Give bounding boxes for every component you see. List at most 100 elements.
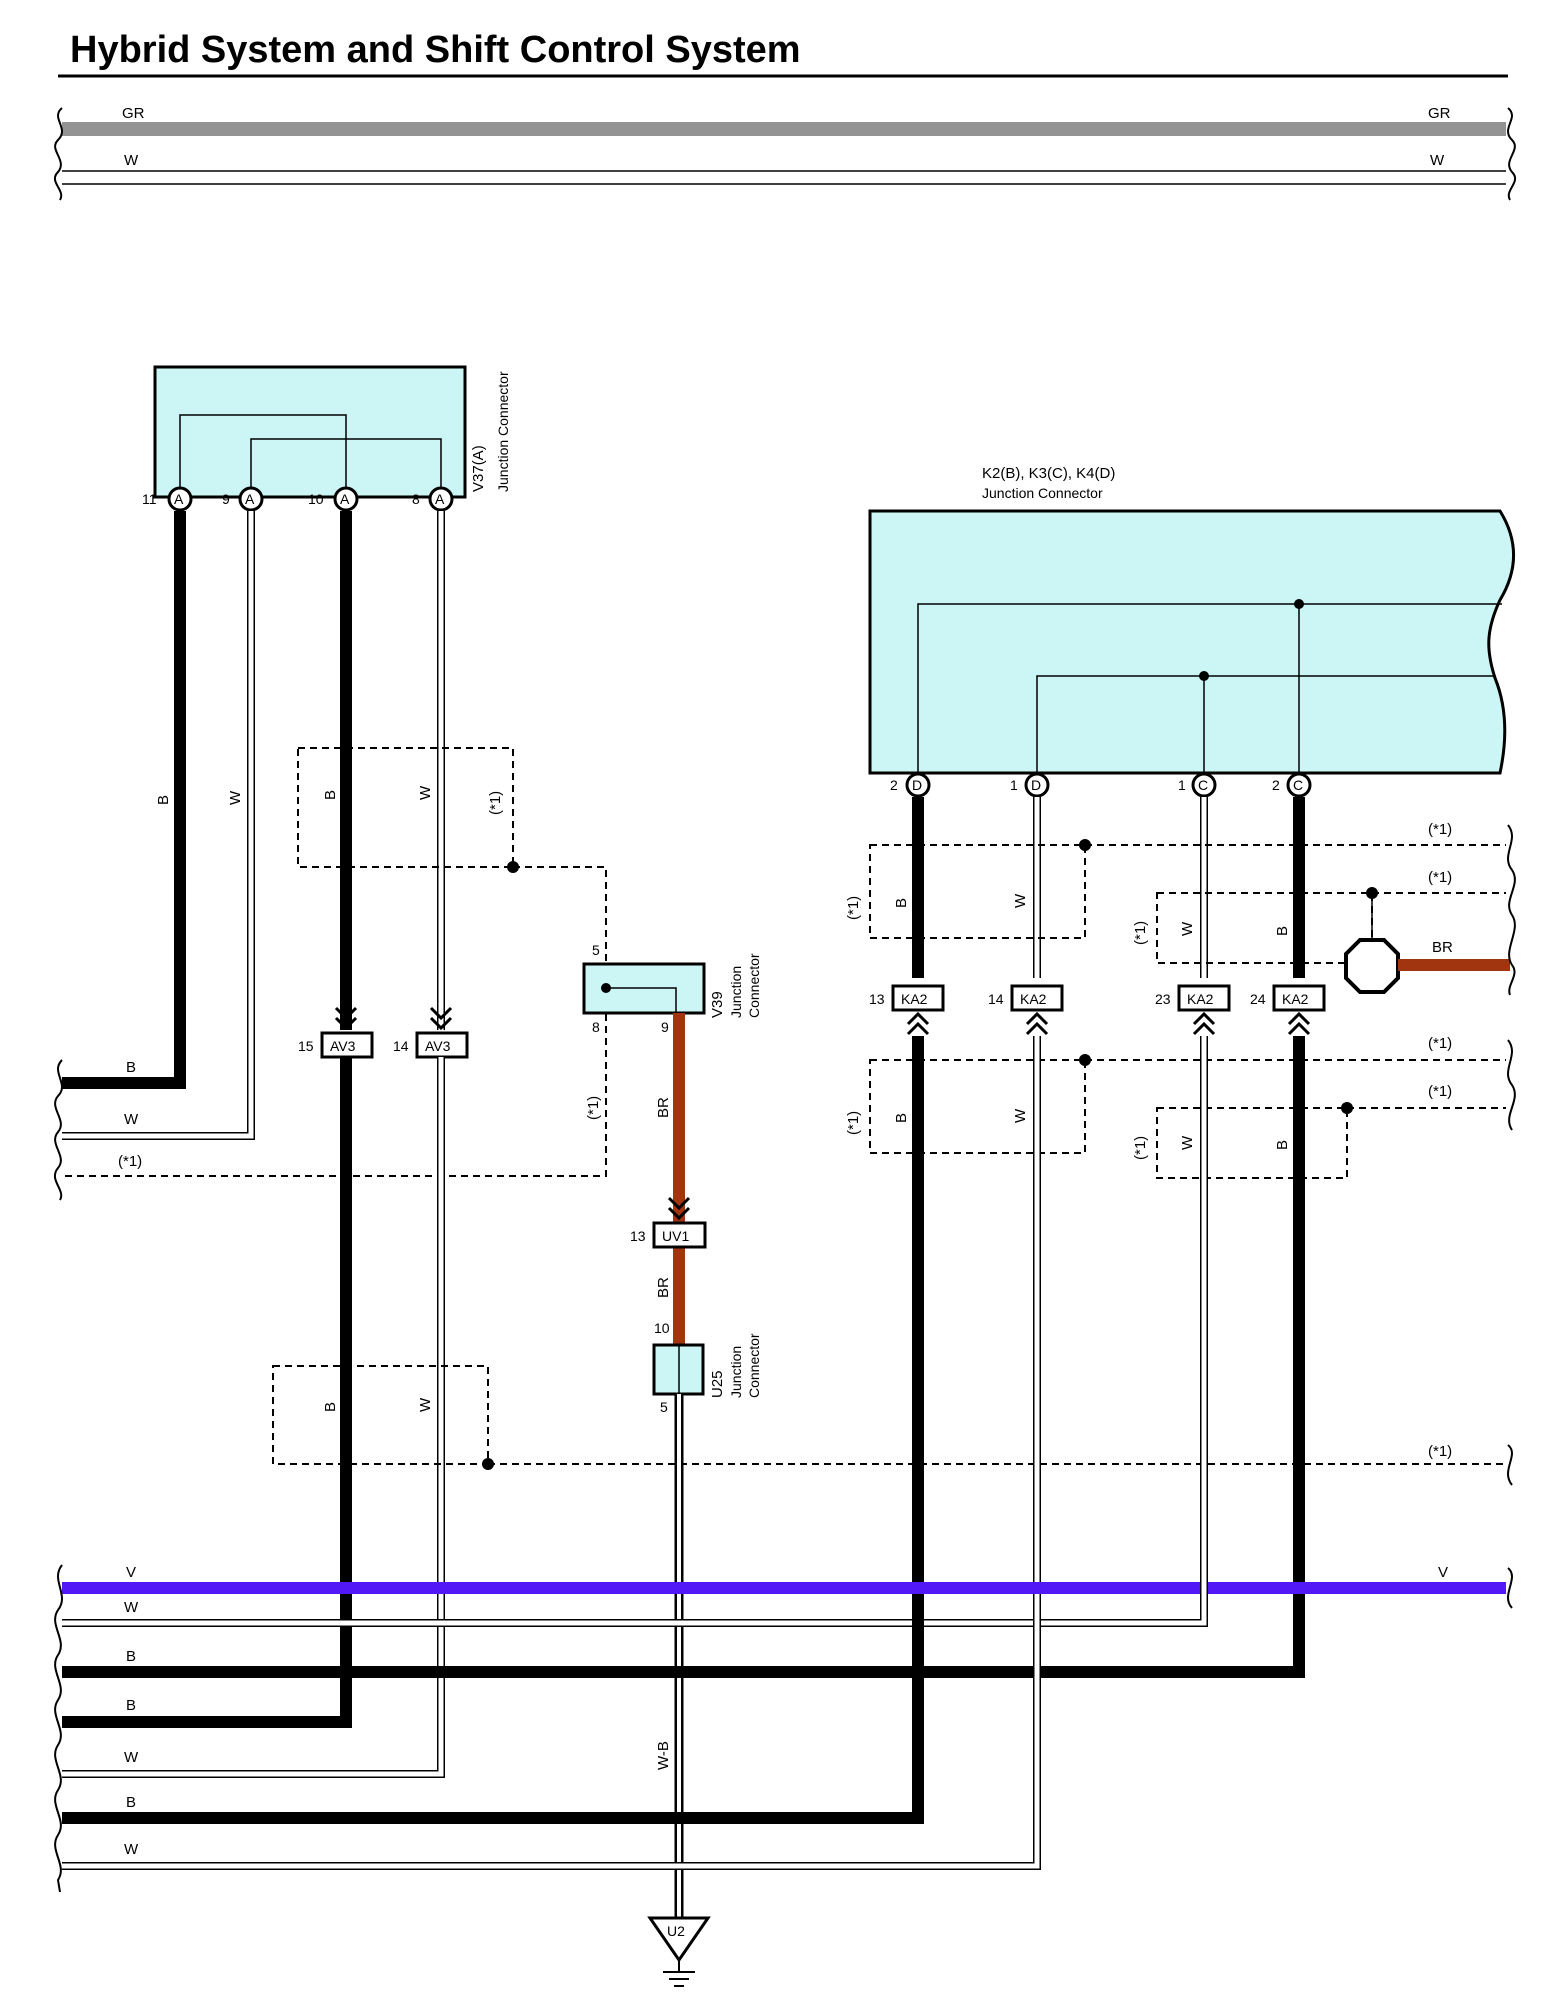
av3-lower-wires (62, 1057, 445, 1778)
v39-desc1: Junction (728, 966, 744, 1018)
v37-wires: B W B W (62, 511, 445, 1140)
connector-av3: AV3 15 AV3 14 (298, 1006, 469, 1059)
k2-letter-c1: C (1198, 777, 1208, 793)
uv1-pin-13: 13 (630, 1228, 646, 1244)
av3-pin-15: 15 (298, 1038, 314, 1054)
shield-box-2b (1156, 892, 1506, 964)
ka2-name-2: KA2 (1020, 991, 1047, 1007)
v-label-right: V (1438, 1564, 1448, 1581)
v37-pin-9: 9 (222, 491, 230, 507)
bottom-w-row3: W (62, 1036, 1041, 1870)
u25-pin-10: 10 (654, 1320, 670, 1336)
bottom-b-row3: B (62, 1036, 924, 1824)
br-wire-center: BR BR (655, 1013, 685, 1345)
k2-pin-1d: 1 (1010, 777, 1018, 793)
k2-pin-2d: 2 (890, 777, 898, 793)
br-label-2: BR (655, 1277, 672, 1298)
k2-letter-d1: D (912, 777, 922, 793)
octagon-br-label: BR (1432, 939, 1453, 956)
ka2-pin-13: 13 (869, 991, 885, 1007)
ka2-name-1: KA2 (901, 991, 928, 1007)
left-breaks (53, 1059, 63, 1893)
ka2-name-4: KA2 (1282, 991, 1309, 1007)
v39-pin-8: 8 (592, 1019, 600, 1035)
u25-desc2: Connector (746, 1333, 762, 1398)
shield4a-b-label: B (893, 1113, 910, 1123)
right-breaks (1507, 824, 1516, 1609)
bottom-b1-label: B (126, 1648, 136, 1665)
v37-desc: Junction Connector (495, 371, 511, 492)
ka2-pin-14: 14 (988, 991, 1004, 1007)
v37-pin-letter: A (435, 491, 445, 507)
shield2b-w-label: W (1179, 921, 1196, 936)
connector-u25: 10 5 U25 Junction Connector (652, 1320, 762, 1415)
right-star1-bottom: (*1) (1428, 1443, 1452, 1460)
ka2-pin-23: 23 (1155, 991, 1171, 1007)
bottom-b3-label: B (126, 1794, 136, 1811)
br-label-1: BR (655, 1097, 672, 1118)
v39-id: V39 (709, 991, 726, 1018)
uv1-name: UV1 (662, 1228, 689, 1244)
bottom-b-row1: B (62, 1036, 1305, 1678)
k2-letter-d2: D (1031, 777, 1041, 793)
v37-w-label: W (227, 790, 244, 805)
wb-label: W-B (655, 1741, 672, 1770)
shield2a-w-label: W (1012, 893, 1029, 908)
bottom-w3-label: W (124, 1841, 139, 1858)
page-title: Hybrid System and Shift Control System (70, 29, 801, 71)
v39-desc2: Connector (746, 953, 762, 1018)
w-label-right: W (1430, 152, 1445, 169)
shield4b-w-label: W (1179, 1135, 1196, 1150)
shield1-note-2: (*1) (585, 1096, 602, 1120)
left-w-label: W (124, 1111, 139, 1128)
left-star1-label: (*1) (118, 1153, 142, 1170)
av3-name-2: AV3 (425, 1038, 451, 1054)
k2-pin-1c: 1 (1178, 777, 1186, 793)
shield2a-note: (*1) (845, 896, 862, 920)
ka2-name-3: KA2 (1187, 991, 1214, 1007)
shield2b-b-label: B (1274, 926, 1291, 936)
av3-name-1: AV3 (330, 1038, 356, 1054)
bottom-w2-label: W (124, 1749, 139, 1766)
k-wires-upper (912, 797, 1305, 978)
shield4b-b-label: B (1274, 1140, 1291, 1150)
right-star1-d: (*1) (1428, 1083, 1452, 1100)
gr-label-right: GR (1428, 105, 1451, 122)
u25-id: U25 (709, 1370, 726, 1398)
u25-desc1: Junction (728, 1346, 744, 1398)
shield4a-w-label: W (1012, 1108, 1029, 1123)
bottom-w-row1: W (62, 1036, 1208, 1627)
shield1-note: (*1) (487, 791, 504, 815)
v37-id: V37(A) (470, 445, 487, 492)
v37-pin-10: 10 (308, 491, 324, 507)
k2-pin-2c: 2 (1272, 777, 1280, 793)
octagon-junction: BR (1344, 893, 1510, 994)
bottom-b2-label: B (126, 1697, 136, 1714)
v37-pin-8: 8 (412, 491, 420, 507)
v37-pin-letter: A (340, 491, 350, 507)
gr-label-left: GR (122, 105, 145, 122)
v37-pin-letter: A (245, 491, 255, 507)
top-bus: GR GR W W (53, 105, 1517, 201)
shield-box-2a (869, 844, 1506, 939)
shield3-b-label: B (322, 1402, 339, 1412)
wb-ground-wire: W-B (655, 1394, 684, 1918)
shield2a-b-label: B (893, 898, 910, 908)
shield4b-note: (*1) (1132, 1136, 1149, 1160)
shield3-w-label: W (417, 1397, 434, 1412)
k2-letter-c2: C (1293, 777, 1303, 793)
w-label-left: W (124, 152, 139, 169)
u25-pin-5: 5 (660, 1399, 668, 1415)
right-star1-a: (*1) (1428, 821, 1452, 838)
left-b-label: B (126, 1059, 136, 1076)
shield-box-4b (1156, 1107, 1506, 1179)
v37-pin-11: 11 (142, 491, 157, 507)
bottom-w1-label: W (124, 1599, 139, 1616)
shield1-w-label: W (417, 785, 434, 800)
ka2-pin-24: 24 (1250, 991, 1266, 1007)
v39-pin-5: 5 (592, 942, 600, 958)
k2-desc: Junction Connector (982, 485, 1103, 501)
ground-u2: U2 (647, 1916, 711, 1987)
shield1-b-label: B (322, 790, 339, 800)
